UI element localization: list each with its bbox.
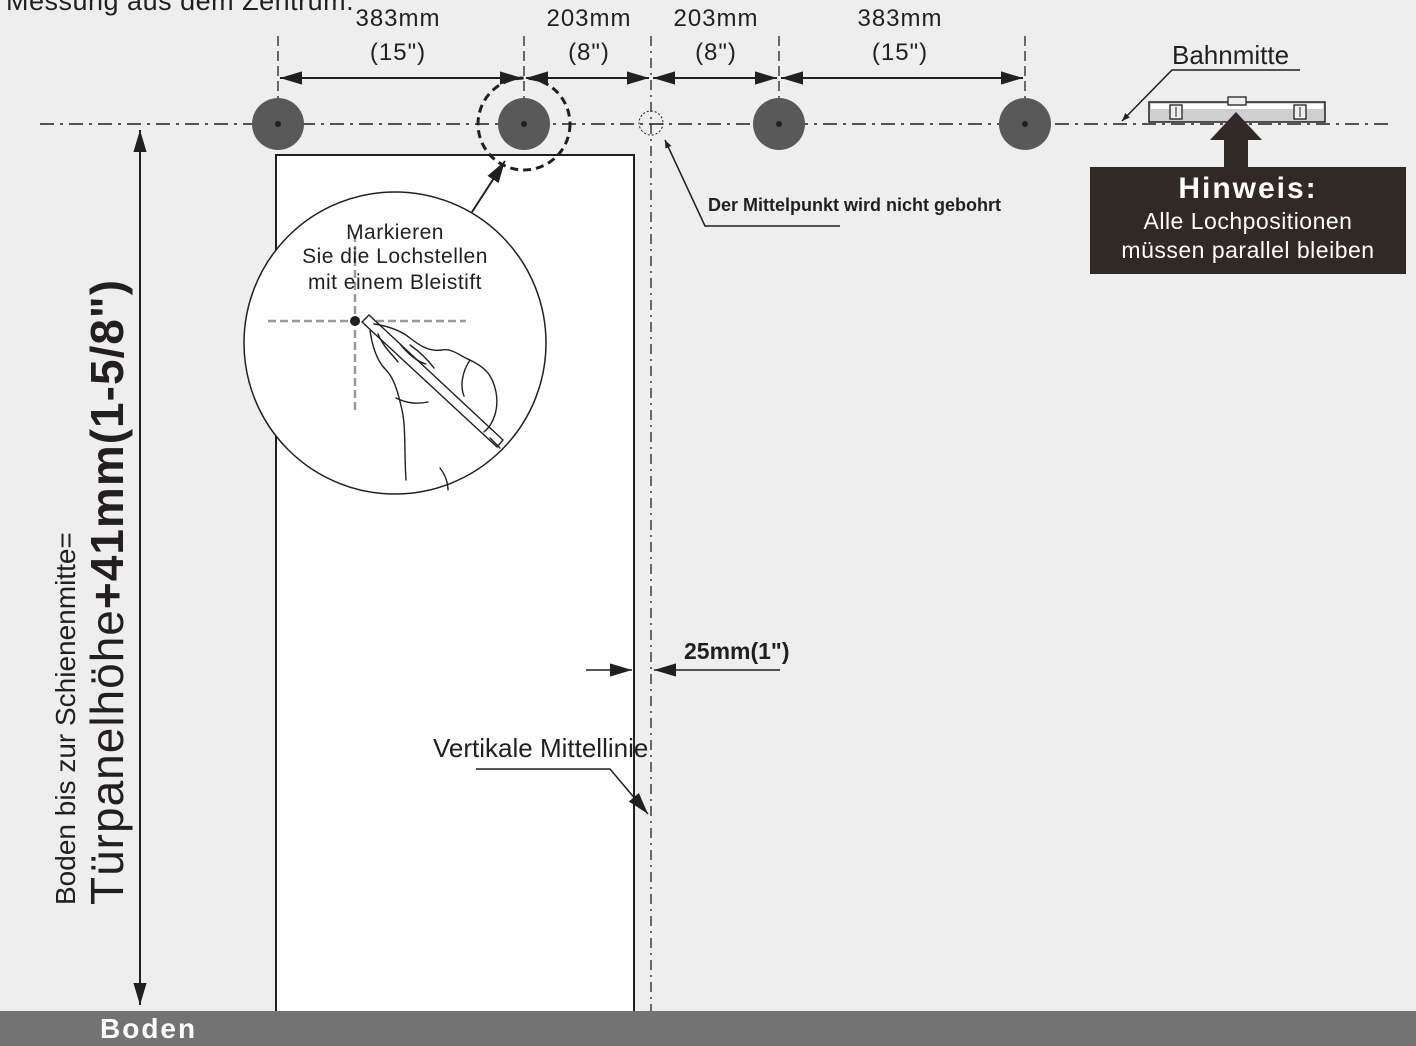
- magnifier-leader: [471, 160, 506, 213]
- dimension-label-2-mm: 203mm: [546, 5, 632, 32]
- dimension-label-1-inch: (15"): [369, 39, 427, 66]
- height-formula-regular: Türpanelhöhe: [81, 609, 133, 905]
- highlight-circle: [476, 76, 572, 172]
- dimension-label-3-mm: 203mm: [673, 5, 759, 32]
- note-box: Hinweis: Alle Lochpositionen müssen para…: [1090, 167, 1406, 274]
- drill-holes: [252, 98, 1051, 150]
- note-arrow: [1210, 112, 1262, 169]
- height-formula-bold: +41mm(1-5/8"): [81, 278, 133, 610]
- mark-instruction-line-1: Markieren: [346, 221, 444, 244]
- vertical-centerline-leader: [476, 768, 649, 815]
- dimension-label-4-mm: 383mm: [857, 5, 943, 32]
- dimension-label-4-inch: (15"): [871, 39, 929, 66]
- note-line-2: müssen parallel bleiben: [1121, 237, 1375, 263]
- floor-label: Boden: [100, 1013, 198, 1044]
- pencil-mark: [350, 316, 360, 326]
- center-point-circle: [638, 110, 664, 136]
- center-not-drilled-label: Der Mittelpunkt wird nicht gebohrt: [708, 195, 1001, 215]
- dimension-label-1-mm: 383mm: [355, 5, 441, 32]
- mark-instruction-line-2: Sie die Lochstellen: [302, 245, 488, 268]
- extension-lines: [277, 36, 1026, 100]
- hand-pencil-icon: [361, 314, 504, 491]
- dimension-label-3-inch: (8"): [695, 39, 737, 66]
- note-title: Hinweis:: [1178, 172, 1318, 205]
- spirit-level-icon: [1148, 96, 1326, 123]
- offset-label: 25mm(1"): [684, 638, 790, 664]
- height-formula-line-2: Türpanelhöhe+41mm(1-5/8"): [81, 278, 133, 905]
- height-formula-line-1: Boden bis zur Schienenmitte=: [50, 532, 81, 905]
- track-center-leader: [1121, 69, 1300, 122]
- vertical-centerline-label: Vertikale Mittellinie: [433, 733, 649, 763]
- note-line-1: Alle Lochpositionen: [1143, 208, 1353, 234]
- header-text: Messung aus dem Zentrum.: [6, 0, 355, 16]
- track-center-label: Bahnmitte: [1172, 40, 1290, 70]
- floor-bar: [0, 1011, 1416, 1046]
- mark-instruction-line-3: mit einem Bleistift: [307, 271, 483, 294]
- height-formula: Boden bis zur Schienenmitte= Türpanelhöh…: [50, 278, 133, 905]
- center-leader: [664, 139, 840, 227]
- dimension-label-2-inch: (8"): [568, 39, 610, 66]
